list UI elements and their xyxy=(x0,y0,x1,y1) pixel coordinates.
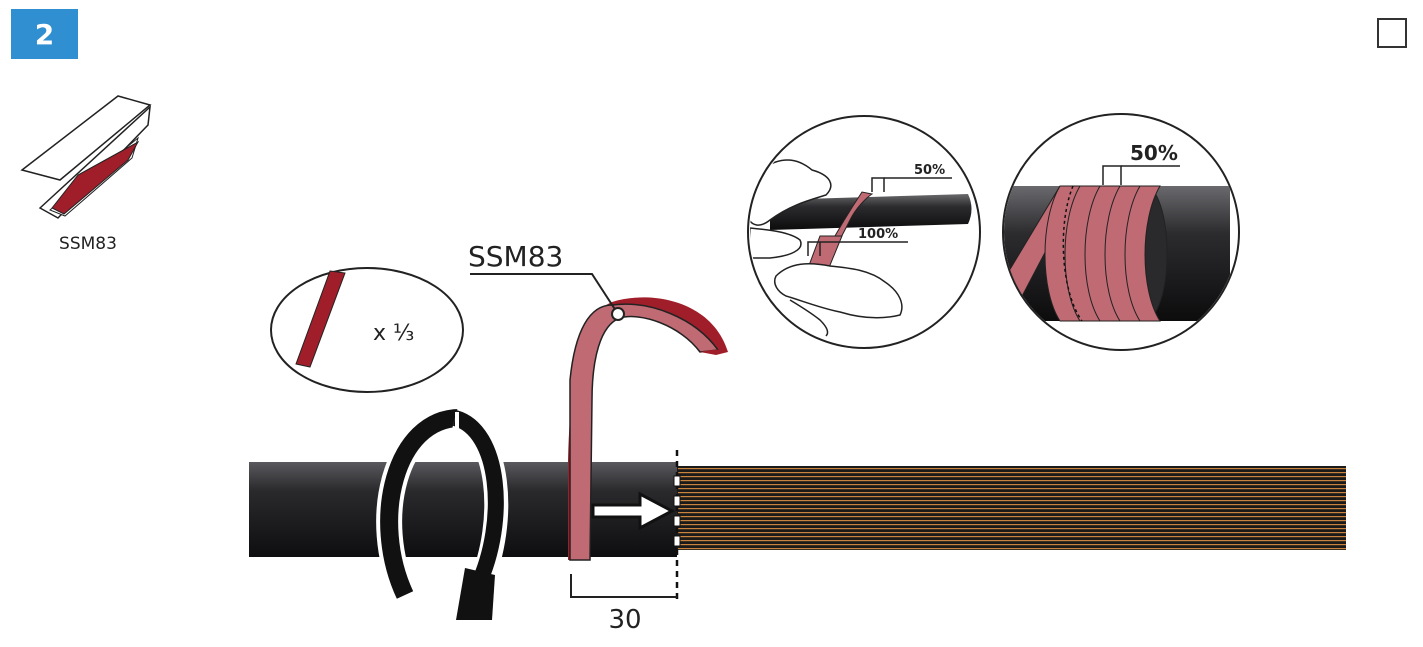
wire-stripe xyxy=(678,540,1346,542)
detail-wrap-overlap: 50% xyxy=(1002,113,1240,351)
wire-stripe xyxy=(678,524,1346,526)
wire-stripe xyxy=(678,492,1346,494)
wire-stripe xyxy=(678,532,1346,534)
wire-stripe xyxy=(678,544,1346,546)
product-tape-icon: SSM83 xyxy=(20,95,152,254)
wire-stripe xyxy=(678,468,1346,470)
wire-stripe xyxy=(678,480,1346,482)
step-number-badge: 2 xyxy=(11,9,78,59)
wire-stripe xyxy=(678,516,1346,518)
tape-callout-label: SSM83 xyxy=(468,240,563,273)
wire-stripe xyxy=(678,536,1346,538)
wire-stripe xyxy=(678,528,1346,530)
product-label: SSM83 xyxy=(59,234,117,254)
direction-arrow-icon xyxy=(591,491,676,531)
amount-label: x ⅓ xyxy=(373,321,414,346)
wire-stripe xyxy=(678,476,1346,478)
wire-stripe xyxy=(678,496,1346,498)
dimension-value: 30 xyxy=(608,605,641,635)
step-done-checkbox[interactable] xyxy=(1377,18,1407,48)
amount-inset: x ⅓ xyxy=(270,267,464,393)
wire-stripe xyxy=(678,484,1346,486)
detail-hand-stretch: 50% 100% xyxy=(747,115,981,349)
wire-stripe xyxy=(678,504,1346,506)
dimension-bracket: 30 xyxy=(570,574,677,635)
wire-stripe xyxy=(678,500,1346,502)
wire-stripe xyxy=(678,520,1346,522)
wire-stripe xyxy=(678,512,1346,514)
cut-line-markers xyxy=(673,475,681,547)
wire-stripe xyxy=(678,488,1346,490)
hand-stretch-label: 100% xyxy=(858,227,898,242)
wire-stripe xyxy=(678,472,1346,474)
cable-wires xyxy=(676,466,1346,550)
hand-overlap-label: 50% xyxy=(914,163,945,178)
rotation-arrow-icon xyxy=(376,405,509,620)
wire-stripe xyxy=(678,508,1346,510)
tape-strip xyxy=(568,297,728,561)
tape-callout: SSM83 xyxy=(468,240,625,321)
wrap-overlap-label: 50% xyxy=(1130,141,1178,165)
wire-stripe xyxy=(678,548,1346,550)
